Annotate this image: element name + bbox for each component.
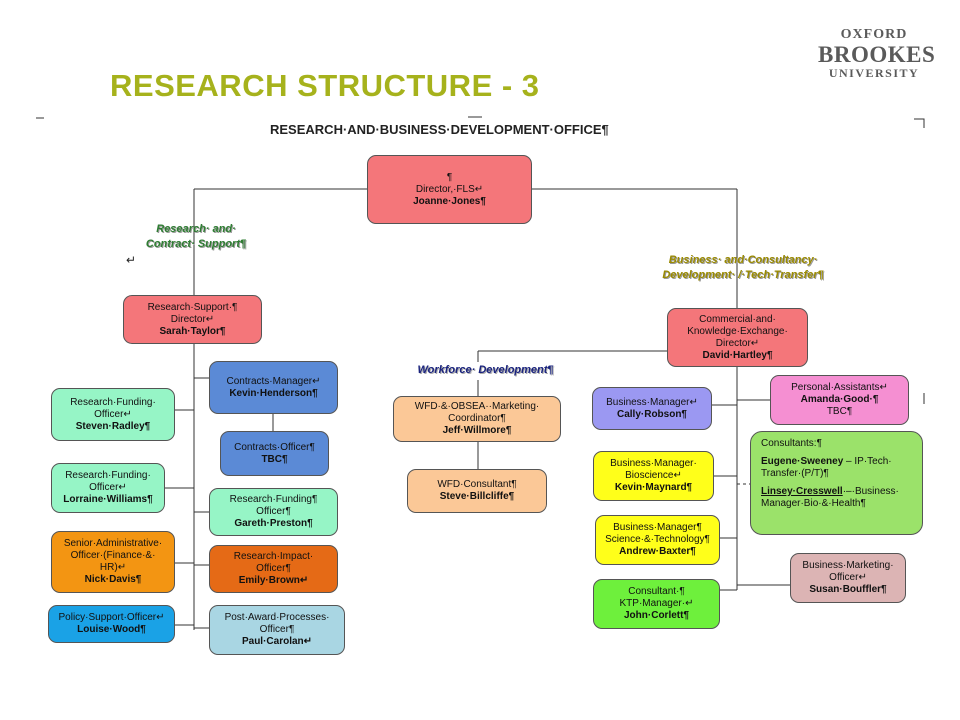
wfd-coordinator-box: WFD·&·OBSEA··Marketing· Coordinator¶ Jef… (393, 396, 561, 442)
contracts-manager-title: Contracts·Manager↵ (226, 375, 321, 387)
rfo-radley-title: Research·Funding· Officer↵ (70, 396, 156, 420)
contracts-officer-box: Contracts·Officer¶ TBC¶ (220, 431, 329, 476)
bm-bioscience-title: Business·Manager· Bioscience↵ (610, 458, 697, 481)
post-award-name: Paul·Carolan↵ (241, 636, 313, 647)
section-workforce-development: Workforce· Development¶ (417, 364, 554, 376)
commercial-director-title: Commercial·and· Knowledge·Exchange· Dire… (687, 313, 788, 349)
contracts-officer-name: TBC¶ (261, 453, 288, 465)
impact-officer-name: Emily·Brown↵ (238, 575, 309, 586)
director-title: ¶ Director,·FLS↵ (415, 171, 484, 195)
director-box: ¶ Director,·FLS↵ Joanne·Jones¶ (367, 155, 532, 224)
policy-support-officer-box: Policy·Support·Officer↵ Louise·Wood¶ (48, 605, 175, 643)
consultants-box: Consultants:¶ Eugene·Sweeney – IP·Tech· … (750, 431, 923, 535)
rfo-preston-name: Gareth·Preston¶ (234, 518, 313, 529)
business-marketing-name: Susan·Bouffler¶ (809, 584, 887, 595)
section-business-consultancy: Business· and·Consultancy· Development· … (662, 254, 824, 281)
contracts-manager-name: Kevin·Henderson¶ (229, 387, 318, 399)
senior-admin-name: Nick·Davis¶ (84, 574, 142, 585)
consultant-sweeney: Eugene·Sweeney – IP·Tech· Transfer·(P/T)… (761, 456, 892, 480)
logo-line-2: BROOKES (818, 42, 936, 67)
research-impact-officer-box: Research·Impact· Officer¶ Emily·Brown↵ (209, 545, 338, 593)
commercial-director-box: Commercial·and· Knowledge·Exchange· Dire… (667, 308, 808, 367)
business-manager-bioscience-box: Business·Manager· Bioscience↵ Kevin·Mayn… (593, 451, 714, 501)
director-name: Joanne·Jones¶ (413, 195, 486, 207)
ktp-manager-name: John·Corlett¶ (624, 610, 689, 621)
post-award-title: Post·Award·Processes· Officer¶ (224, 612, 330, 635)
consultant-cresswell-role: ·–·Business· Manager·Bio·&·Health¶ (761, 486, 899, 509)
contracts-officer-title: Contracts·Officer¶ (234, 441, 315, 453)
logo-line-1: OXFORD (840, 27, 908, 42)
slide-title: RESEARCH STRUCTURE - 3 (110, 68, 540, 103)
business-manager-science-technology-box: Business·Manager¶ Science·&·Technology¶ … (595, 515, 720, 565)
research-funding-officer-preston-box: Research·Funding¶ Officer¶ Gareth·Presto… (209, 488, 338, 536)
wfd-coordinator-name: Jeff·Willmore¶ (442, 425, 512, 436)
personal-assistants-title: Personal·Assistants↵ (791, 382, 888, 393)
ktp-manager-box: Consultant·¶ KTP·Manager·↵ John·Corlett¶ (593, 579, 720, 629)
personal-assistants-tbc: TBC¶ (826, 406, 853, 417)
research-funding-officer-radley-box: Research·Funding· Officer↵ Steven·Radley… (51, 388, 175, 441)
wfd-consultant-title: WFD·Consultant¶ (437, 479, 517, 490)
contracts-manager-box: Contracts·Manager↵ Kevin·Henderson¶ (209, 361, 338, 414)
senior-administrative-officer-box: Senior·Administrative· Officer·(Finance·… (51, 531, 175, 593)
personal-assistants-name: Amanda·Good·¶ (800, 394, 879, 405)
wfd-consultant-box: WFD·Consultant¶ Steve·Billcliffe¶ (407, 469, 547, 513)
research-support-director-box: Research·Support·¶ Director↵ Sarah·Taylo… (123, 295, 262, 344)
impact-officer-title: Research·Impact· Officer¶ (233, 551, 314, 574)
consultant-sweeney-name: Eugene·Sweeney (761, 456, 844, 467)
bm-science-name: Andrew·Baxter¶ (619, 546, 696, 557)
business-marketing-title: Business·Marketing· Officer↵ (802, 560, 894, 583)
policy-support-title: Policy·Support·Officer↵ (58, 612, 165, 623)
business-marketing-officer-box: Business·Marketing· Officer↵ Susan·Bouff… (790, 553, 906, 603)
post-award-processes-officer-box: Post·Award·Processes· Officer¶ Paul·Caro… (209, 605, 345, 655)
rfo-radley-name: Steven·Radley¶ (75, 420, 151, 432)
consultant-cresswell-name: Linsey·Cresswell (761, 486, 843, 497)
research-support-name: Sarah·Taylor¶ (159, 325, 226, 337)
personal-assistants-box: Personal·Assistants↵ Amanda·Good·¶ TBC¶ (770, 375, 909, 425)
chart-title: RESEARCH·AND·BUSINESS·DEVELOPMENT·OFFICE… (270, 122, 609, 137)
wfd-coordinator-title: WFD·&·OBSEA··Marketing· Coordinator¶ (414, 401, 540, 424)
ktp-manager-title: Consultant·¶ KTP·Manager·↵ (619, 586, 694, 609)
commercial-director-name: David·Hartley¶ (702, 349, 773, 361)
consultant-cresswell: Linsey·Cresswell·–·Business· Manager·Bio… (761, 486, 899, 510)
return-glyph: ↵ (126, 253, 137, 267)
research-funding-officer-williams-box: Research·Funding· Officer↵ Lorraine·Will… (51, 463, 165, 513)
section-research-contract-support: Research· and· Contract· Support¶ (145, 223, 247, 250)
wfd-consultant-name: Steve·Billcliffe¶ (439, 491, 515, 502)
research-support-title: Research·Support·¶ Director↵ (147, 301, 238, 325)
consultants-heading: Consultants:¶ (761, 438, 822, 449)
bm-science-title: Business·Manager¶ Science·&·Technology¶ (605, 522, 710, 545)
logo-line-3: UNIVERSITY (828, 66, 920, 80)
senior-admin-title: Senior·Administrative· Officer·(Finance·… (63, 538, 163, 573)
bm-robson-name: Cally·Robson¶ (616, 408, 687, 420)
rfo-preston-title: Research·Funding¶ Officer¶ (229, 494, 318, 517)
policy-support-name: Louise·Wood¶ (77, 624, 146, 635)
bm-robson-title: Business·Manager↵ (606, 396, 698, 408)
bm-bioscience-name: Kevin·Maynard¶ (614, 482, 693, 493)
consultant-sweeney-role: – IP·Tech· Transfer·(P/T)¶ (761, 456, 892, 479)
rfo-williams-name: Lorraine·Williams¶ (63, 494, 153, 505)
rfo-williams-title: Research·Funding· Officer↵ (65, 470, 151, 493)
business-manager-robson-box: Business·Manager↵ Cally·Robson¶ (592, 387, 712, 430)
oxford-brookes-logo: OXFORD BROOKES UNIVERSITY (818, 27, 936, 80)
